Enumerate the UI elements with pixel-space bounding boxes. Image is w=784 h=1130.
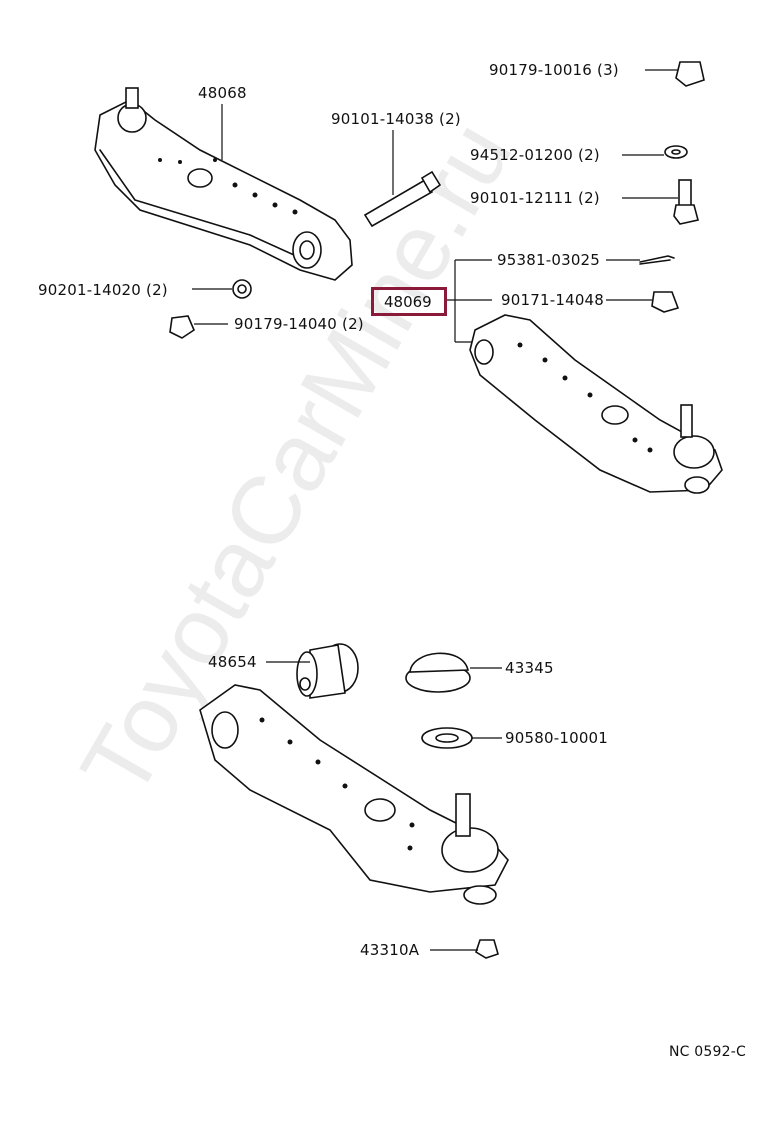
bolt-90101-14038[interactable] (363, 170, 442, 228)
nut-90171-14048[interactable] (651, 291, 680, 313)
control-arm-48068[interactable] (94, 87, 353, 281)
label-90201-14020[interactable]: 90201-14020 (2) (38, 281, 168, 299)
label-90580-10001[interactable]: 90580-10001 (505, 729, 609, 747)
label-95381-03025[interactable]: 95381-03025 (497, 251, 601, 269)
washer-90201-14020[interactable] (232, 279, 252, 299)
label-48068[interactable]: 48068 (198, 84, 247, 102)
diagram-code: NC 0592-C (669, 1044, 746, 1060)
label-43310A[interactable]: 43310A (360, 941, 420, 959)
label-90171-14048[interactable]: 90171-14048 (501, 291, 605, 309)
highlighted-part-box[interactable]: 48069 (371, 287, 447, 316)
label-90101-14038[interactable]: 90101-14038 (2) (331, 110, 461, 128)
label-90101-12111[interactable]: 90101-12111 (2) (470, 189, 600, 207)
nut-90179-14040[interactable] (169, 315, 195, 339)
leader-lines (192, 69, 678, 951)
bolt-90101-12111[interactable] (673, 179, 699, 225)
cotter-pin-95381-03025[interactable] (639, 255, 675, 265)
washer-90580-10001[interactable] (421, 727, 473, 749)
nut-90179-10016[interactable] (675, 61, 705, 87)
label-90179-14040[interactable]: 90179-14040 (2) (234, 315, 364, 333)
cap-43345[interactable] (405, 652, 471, 693)
washer-94512-01200[interactable] (664, 145, 688, 159)
label-48069: 48069 (384, 293, 432, 311)
label-48654[interactable]: 48654 (208, 653, 257, 671)
label-43345[interactable]: 43345 (505, 659, 554, 677)
label-90179-10016[interactable]: 90179-10016 (3) (489, 61, 619, 79)
nut-43310A[interactable] (475, 939, 499, 959)
bushing-48654[interactable] (296, 643, 359, 699)
label-94512-01200[interactable]: 94512-01200 (2) (470, 146, 600, 164)
lower-arm[interactable] (199, 684, 509, 905)
control-arm-48069[interactable] (469, 314, 723, 494)
